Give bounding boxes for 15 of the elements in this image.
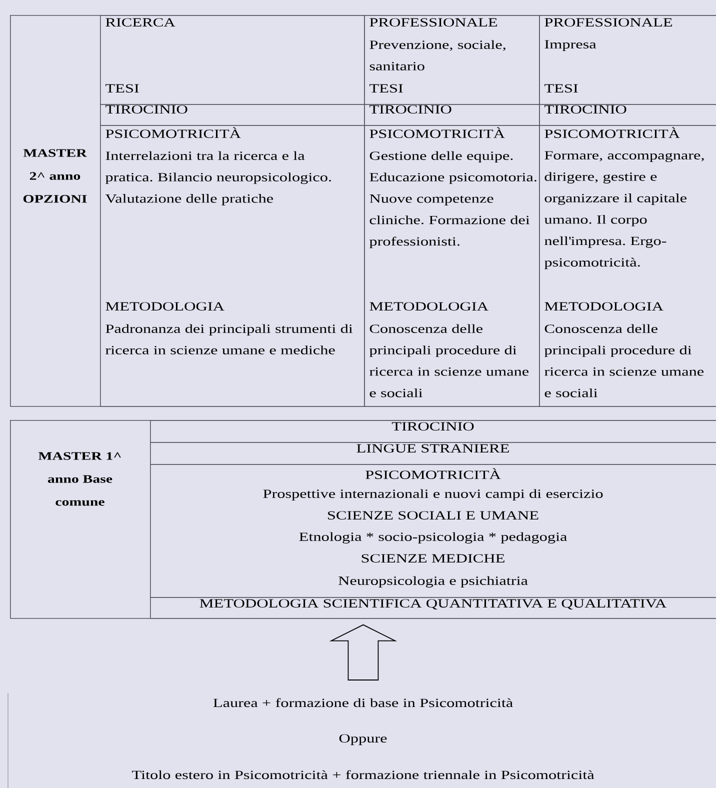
table-cell: PROFESSIONALE Prevenzione, sociale, sanitario TESI bbox=[364, 15, 540, 105]
table-cell: PSICOMOTRICITÀ Gestione delle equipe. Educazione psicomotoria. Nuove competenze cliniche. Formazione dei professionisti. METODOLOGIA Conoscenza delle principali procedure di ricerca in scienze umane e sociali bbox=[364, 125, 540, 407]
table-cell: TIROCINIO bbox=[539, 104, 716, 126]
table-cell: RICERCA TESI bbox=[100, 15, 365, 105]
table-cell: PSICOMOTRICITÀ Interrelazioni tra la ricerca e la pratica. Bilancio neuropsicologico. Valutazione delle pratiche METODOLOGIA Padronanza dei principali strumenti di ricerca in scienze umane e mediche bbox=[100, 125, 365, 407]
table-cell: METODOLOGIA SCIENTIFICA QUANTITATIVA E QUALITATIVA bbox=[150, 597, 716, 619]
table-cell: TIROCINIO bbox=[100, 104, 365, 126]
table-cell: TIROCINIO bbox=[364, 104, 540, 126]
block-arrow bbox=[329, 624, 398, 680]
table-cell: LINGUE STRANIERE bbox=[150, 442, 716, 465]
table-cell: PSICOMOTRICITÀ Prospettive internazionali e nuovi campi di esercizio SCIENZE SOCIALI E UMANE Etnologia * socio-psicologia * pedagogia SCIENZE MEDICHE Neuropsicologia e psichiatria bbox=[150, 464, 716, 598]
table-cell: PSICOMOTRICITÀ Formare, accompagnare, dirigere, gestire e organizzare il capitale umano. Il corpo nell'impresa. Ergo-psicomotricità. METODOLOGIA Conoscenza delle principali procedure di ricerca in scienze umane e sociali bbox=[539, 125, 716, 407]
table-cell: PROFESSIONALE Impresa TESI bbox=[539, 15, 716, 105]
table-cell: TIROCINIO bbox=[150, 420, 716, 443]
requirements-block: Laurea + formazione di base in Psicomotricità Oppure Titolo estero in Psicomotricità + formazione triennale in Psicomotricità bbox=[8, 692, 594, 788]
